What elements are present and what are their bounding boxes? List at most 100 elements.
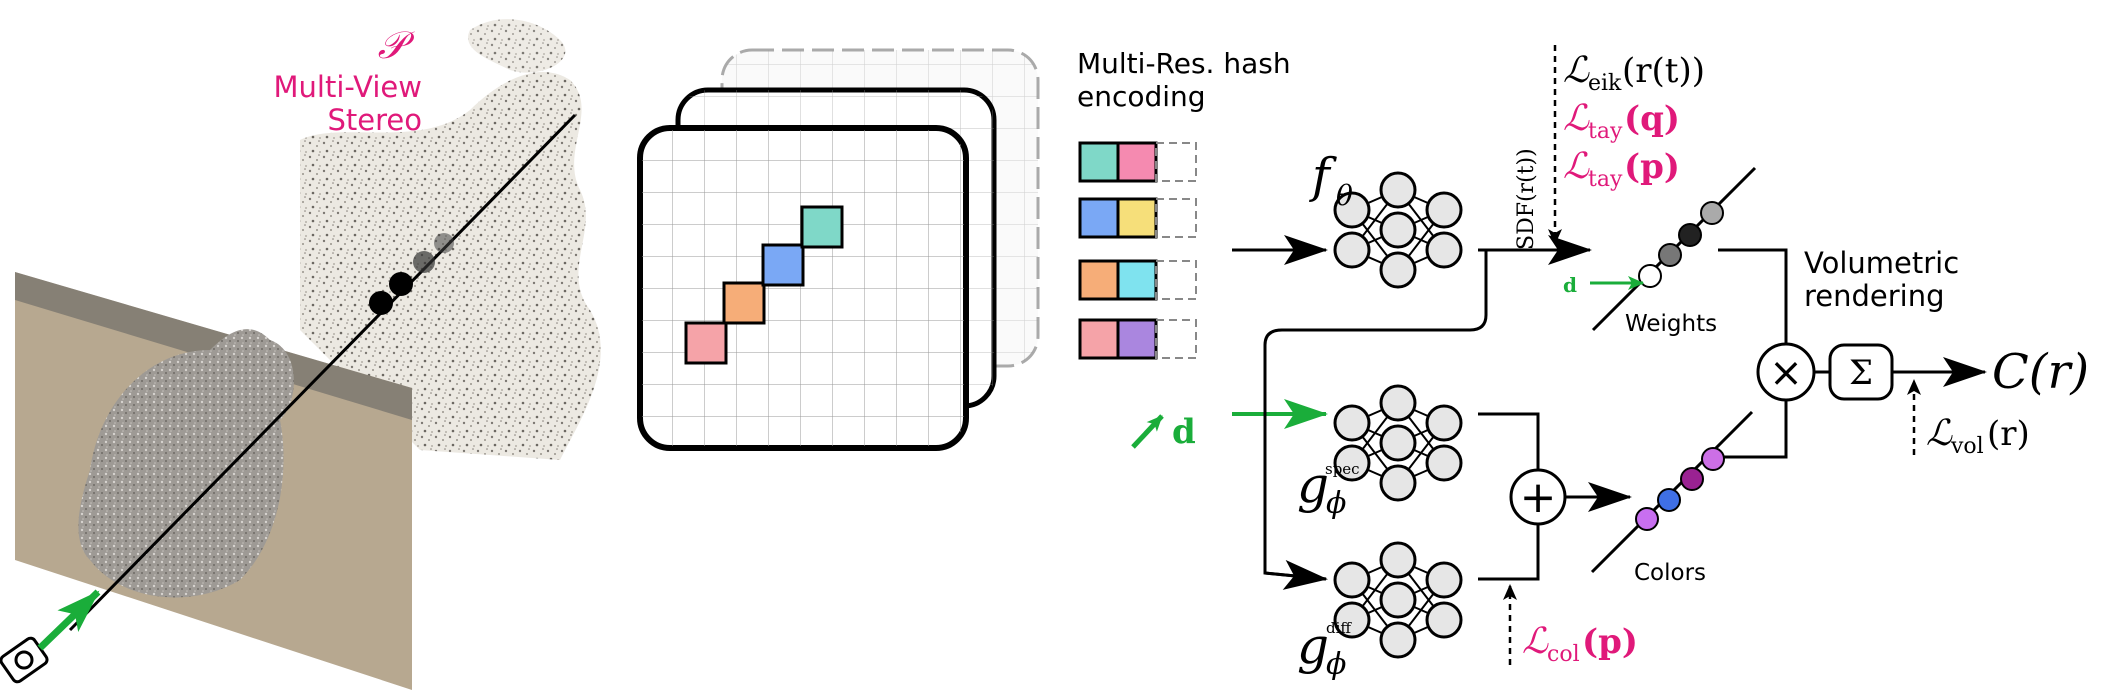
network-node (1379, 424, 1417, 462)
hash-label: Multi-Res. hash encoding (1077, 47, 1291, 113)
feature-vector (1078, 197, 1197, 239)
g-spec-label: g spec ϕ (1297, 456, 1360, 521)
hash-grid-stack (637, 48, 1040, 451)
sample-point (434, 233, 454, 253)
grid-cell (800, 205, 844, 249)
network-node (1333, 191, 1371, 229)
sum-symbol: Σ (1849, 353, 1873, 393)
colors-samples (1590, 410, 1754, 574)
direction-label: d (1172, 412, 1196, 452)
camera-icon (0, 636, 49, 684)
spec-base: g (1297, 456, 1329, 514)
plus-operator: + (1509, 468, 1567, 526)
loss-tay-p-sub: tay (1588, 167, 1623, 192)
network-node (1425, 231, 1463, 269)
network-node (1379, 621, 1417, 659)
feature-vectors (1078, 141, 1197, 360)
weights-samples (1591, 166, 1757, 332)
f-base: f (1309, 148, 1337, 204)
pointcloud-label: 𝒫 Multi-View Stereo (274, 23, 422, 137)
loss-vol-symbol: ℒ (1926, 413, 1953, 454)
spec-sub: ϕ (1326, 486, 1346, 521)
network-node (1333, 601, 1371, 639)
loss-tay-q-sub: tay (1588, 119, 1623, 144)
sample-point (413, 251, 435, 273)
volumetric-label-line1: Volumetric (1804, 246, 1959, 280)
loss-col-symbol: ℒ (1522, 621, 1549, 662)
specular-network (1333, 384, 1463, 502)
plus-symbol: + (1520, 472, 1557, 523)
loss-tay-q-arg: (q) (1624, 99, 1680, 139)
f-sub: θ (1336, 179, 1353, 212)
network-node (1379, 541, 1417, 579)
hash-label-line1: Multi-Res. hash (1077, 47, 1291, 80)
direction-icon (1131, 414, 1164, 449)
volumetric-label-line2: rendering (1804, 279, 1945, 313)
pointcloud-symbol: 𝒫 (378, 23, 416, 67)
network-node (1333, 561, 1371, 599)
f-theta-label: f θ (1309, 148, 1353, 212)
feature-vector (1078, 259, 1197, 301)
spec-sup: spec (1325, 460, 1360, 478)
feature-vector (1078, 141, 1197, 183)
network-node (1379, 384, 1417, 422)
colors-label: Colors (1634, 560, 1706, 586)
bunny-object (78, 329, 294, 598)
diff-sup: diff (1326, 619, 1352, 637)
hash-label-line2: encoding (1077, 80, 1206, 113)
network-node (1379, 581, 1417, 619)
loss-col: ℒ col (p) (1522, 621, 1638, 667)
loss-col-sub: col (1547, 642, 1580, 667)
network-node (1379, 211, 1417, 249)
loss-eik-symbol: ℒ (1563, 50, 1590, 91)
times-operator: × (1756, 342, 1816, 402)
pointcloud-line2: Stereo (328, 103, 423, 137)
diff-sub: ϕ (1326, 647, 1346, 682)
diff-base: g (1297, 617, 1329, 675)
loss-tay-p: ℒ tay (p) (1563, 146, 1680, 192)
sdf-label: SDF(r(t)) (1514, 148, 1539, 250)
output-label: C(r) (1992, 344, 2089, 400)
loss-tay-q-symbol: ℒ (1563, 98, 1590, 139)
g-diff-label: g diff ϕ (1297, 617, 1352, 682)
weights-label: Weights (1625, 311, 1717, 337)
loss-eik: ℒ eik (r(t)) (1563, 50, 1705, 96)
network-node (1379, 464, 1417, 502)
grid-cell (722, 281, 766, 325)
view-direction-arrow (37, 589, 101, 651)
sum-operator: Σ (1828, 343, 1894, 401)
diffuse-network (1333, 541, 1463, 659)
network-node (1425, 561, 1463, 599)
loss-vol-sub: vol (1950, 434, 1984, 459)
grid-cell (684, 321, 728, 365)
loss-eik-sub: eik (1588, 71, 1622, 96)
network-node (1333, 231, 1371, 269)
loss-tay-p-arg: (p) (1624, 147, 1680, 187)
sample-point (369, 291, 393, 315)
feature-vector (1078, 318, 1197, 360)
sdf-network (1333, 171, 1463, 289)
point-cloud (300, 19, 601, 460)
sample-point (389, 272, 413, 296)
loss-col-arg: (p) (1582, 622, 1638, 662)
loss-tay-q: ℒ tay (q) (1563, 98, 1680, 144)
pointcloud-line1: Multi-View (274, 70, 422, 104)
connections (1232, 235, 1987, 590)
grid-cell (761, 243, 805, 287)
loss-eik-arg: (r(t)) (1622, 51, 1705, 91)
network-node (1333, 404, 1371, 442)
loss-tay-p-symbol: ℒ (1563, 146, 1590, 187)
network-node (1425, 191, 1463, 229)
network-node (1425, 444, 1463, 482)
network-node (1333, 444, 1371, 482)
camera-ray (68, 113, 577, 632)
network-node (1379, 171, 1417, 209)
network-node (1425, 404, 1463, 442)
loss-vol-arg: (r) (1987, 414, 2030, 454)
network-node (1425, 601, 1463, 639)
loss-vol: ℒ vol (r) (1926, 413, 2030, 459)
direction-small-label: d (1563, 273, 1577, 297)
times-symbol: × (1769, 350, 1803, 396)
network-node (1379, 251, 1417, 289)
